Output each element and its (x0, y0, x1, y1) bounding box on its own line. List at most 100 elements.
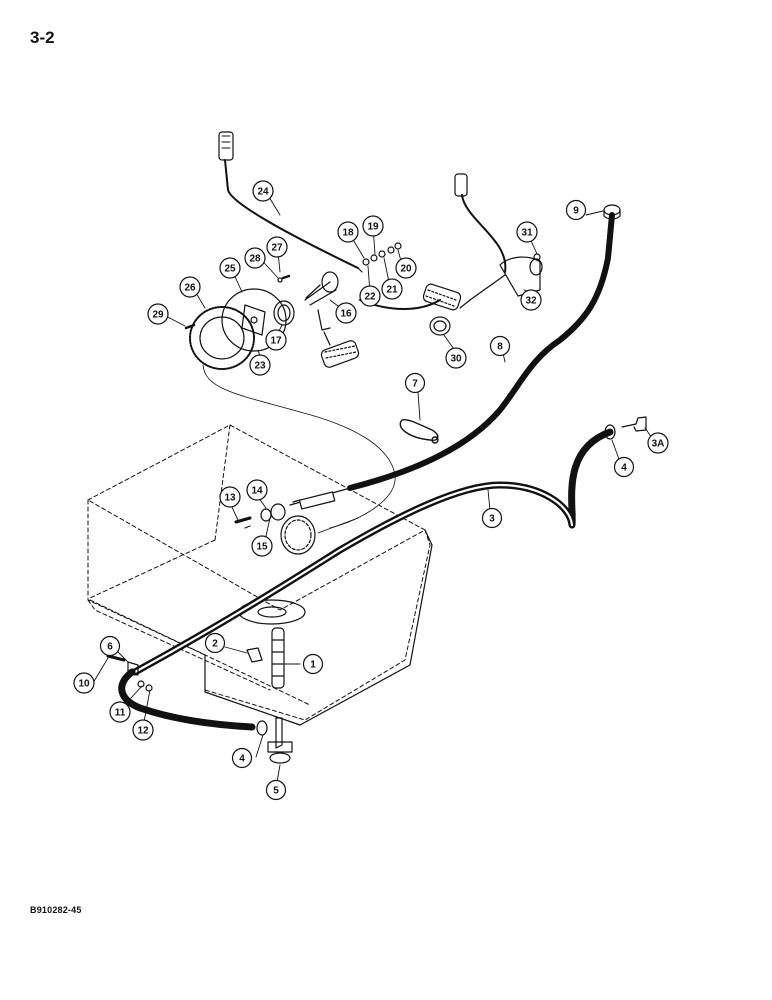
callout-label: 20 (400, 264, 412, 275)
callout-20: 20 (395, 257, 417, 279)
callout-circle (404, 372, 426, 394)
callout-14: 14 (246, 479, 268, 501)
callout-30: 30 (445, 347, 467, 369)
callout-13: 13 (219, 486, 241, 508)
callout-circle (252, 180, 274, 202)
callout-label: 1 (310, 660, 316, 671)
page-number: 3-2 (30, 28, 55, 47)
callout-circle (489, 335, 511, 357)
callout-label: 18 (342, 228, 354, 239)
callout-circle (266, 236, 288, 258)
callout-circle (109, 701, 131, 723)
callout-label: 29 (152, 310, 164, 321)
upper-clamp-fitting (604, 416, 647, 440)
callout-circle (73, 672, 95, 694)
callout-16: 16 (335, 302, 357, 324)
callout-label: 30 (450, 354, 462, 365)
callout-circle (445, 347, 467, 369)
callout-6: 6 (99, 635, 121, 657)
callout-circle (613, 456, 635, 478)
callout-19: 19 (362, 215, 384, 237)
callout-18: 18 (337, 221, 359, 243)
callout-label: 16 (340, 309, 352, 320)
leader-lines (92, 191, 653, 789)
callout-label: 13 (224, 493, 236, 504)
callout-circle (335, 302, 357, 324)
callout-label: 9 (573, 206, 579, 217)
tank-side-edges (204, 529, 433, 726)
callout-label: 7 (412, 379, 418, 390)
sending-unit (184, 131, 402, 370)
callout-circle (359, 285, 381, 307)
callout-label: 32 (525, 296, 537, 307)
callout-circle (565, 199, 587, 221)
callout-circle (179, 276, 201, 298)
callout-label: 28 (249, 254, 261, 265)
callout-21: 21 (381, 278, 403, 300)
callout-10: 10 (73, 672, 95, 694)
callout-label: 17 (270, 336, 282, 347)
callout-circle (381, 278, 403, 300)
figure-code: B910282-45 (30, 905, 82, 915)
callout-3a: 3A (647, 432, 669, 454)
hose-8-fitting (289, 487, 351, 510)
fitting-2 (246, 647, 263, 663)
hose-8 (347, 212, 615, 491)
callout-27: 27 (266, 236, 288, 258)
lower-hose (118, 668, 256, 731)
callout-17: 17 (265, 329, 287, 351)
clamp-7 (399, 418, 439, 444)
tank-fittings (234, 503, 286, 529)
hose-3 (131, 428, 614, 676)
strainer-1 (271, 627, 285, 689)
callout-label: 6 (107, 642, 113, 653)
callout-circle (516, 221, 538, 243)
callout-label: 14 (251, 486, 263, 497)
callout-2: 2 (204, 632, 226, 654)
callout-label: 25 (224, 264, 236, 275)
callout-1: 1 (302, 653, 324, 675)
callout-4: 4 (613, 456, 635, 478)
callout-label: 12 (137, 726, 149, 737)
callout-circle (147, 303, 169, 325)
callout-label: 31 (521, 228, 533, 239)
elbow-5 (256, 717, 293, 764)
callout-12: 12 (132, 719, 154, 741)
callout-label: 11 (115, 708, 126, 719)
callout-circle (99, 635, 121, 657)
callout-circle (244, 247, 266, 269)
callout-circle (647, 432, 669, 454)
callout-8: 8 (489, 335, 511, 357)
callout-label: 5 (273, 786, 279, 797)
callout-4: 4 (231, 747, 253, 769)
callout-circle (231, 747, 253, 769)
callout-label: 24 (257, 187, 269, 198)
callout-label: 3 (489, 514, 495, 525)
callout-label: 10 (78, 679, 90, 690)
cap-9 (603, 204, 621, 220)
callout-label: 23 (254, 361, 266, 372)
callout-circle (249, 354, 271, 376)
callout-5: 5 (265, 779, 287, 801)
callout-11: 11 (109, 701, 131, 723)
callout-22: 22 (359, 285, 381, 307)
callout-32: 32 (520, 289, 542, 311)
callout-31: 31 (516, 221, 538, 243)
callout-circle (219, 257, 241, 279)
callout-9: 9 (565, 199, 587, 221)
callout-circle (520, 289, 542, 311)
callout-label: 4 (621, 463, 627, 474)
callout-29: 29 (147, 303, 169, 325)
callout-circle (251, 535, 273, 557)
callout-circle (265, 329, 287, 351)
callout-26: 26 (179, 276, 201, 298)
callout-label: 21 (386, 285, 398, 296)
callout-circle (204, 632, 226, 654)
callout-circle (132, 719, 154, 741)
callout-label: 22 (364, 292, 376, 303)
callout-circle (395, 257, 417, 279)
sender-opening (280, 515, 316, 555)
callout-label: 2 (212, 639, 218, 650)
callout-15: 15 (251, 535, 273, 557)
